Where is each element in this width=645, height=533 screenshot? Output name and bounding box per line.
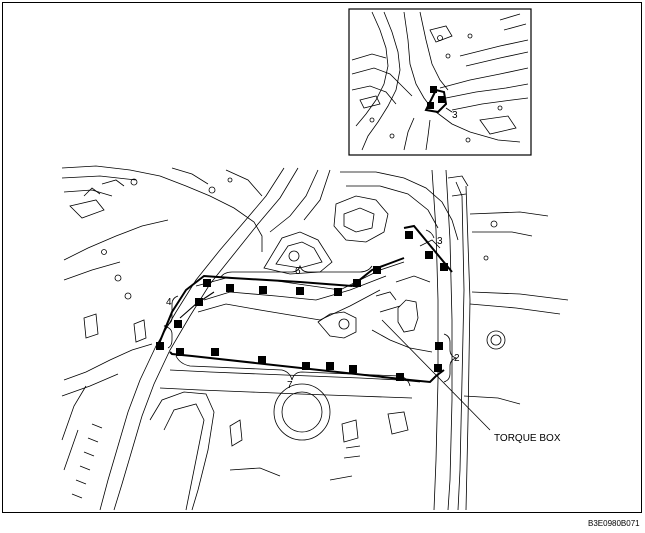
spot-weld: [176, 348, 184, 356]
callout-6: 6: [295, 266, 301, 277]
spot-weld: [334, 288, 342, 296]
callout-4: 4: [166, 297, 172, 308]
spot-weld: [226, 284, 234, 292]
spot-weld: [435, 342, 443, 350]
spot-weld: [211, 348, 219, 356]
spot-weld: [174, 320, 182, 328]
torque-box-label: TORQUE BOX: [494, 433, 561, 444]
inset-detail-view: 3: [348, 8, 532, 156]
spot-weld: [302, 362, 310, 370]
callout-3-inset: 3: [452, 110, 458, 121]
spot-weld: [349, 365, 357, 373]
spot-weld: [425, 251, 433, 259]
spot-weld: [296, 287, 304, 295]
spot-weld: [258, 356, 266, 364]
spot-weld: [434, 364, 442, 372]
callout-3-main: 3: [437, 236, 443, 247]
callout-brackets: [163, 229, 491, 431]
spot-weld: [373, 266, 381, 274]
spot-weld: [156, 342, 164, 350]
main-body-structure: [61, 165, 569, 511]
spot-weld: [440, 263, 448, 271]
spot-weld: [259, 286, 267, 294]
callout-2: 2: [454, 353, 460, 364]
spot-weld: [195, 298, 203, 306]
callout-7: 7: [287, 380, 293, 391]
spot-weld: [203, 279, 211, 287]
figure-frame: [2, 2, 642, 513]
spot-weld: [396, 373, 404, 381]
spot-weld: [326, 362, 334, 370]
spot-weld: [353, 279, 361, 287]
spot-weld: [405, 231, 413, 239]
spot-welds: [156, 231, 448, 381]
figure-code: B3E0980B071: [588, 519, 640, 528]
